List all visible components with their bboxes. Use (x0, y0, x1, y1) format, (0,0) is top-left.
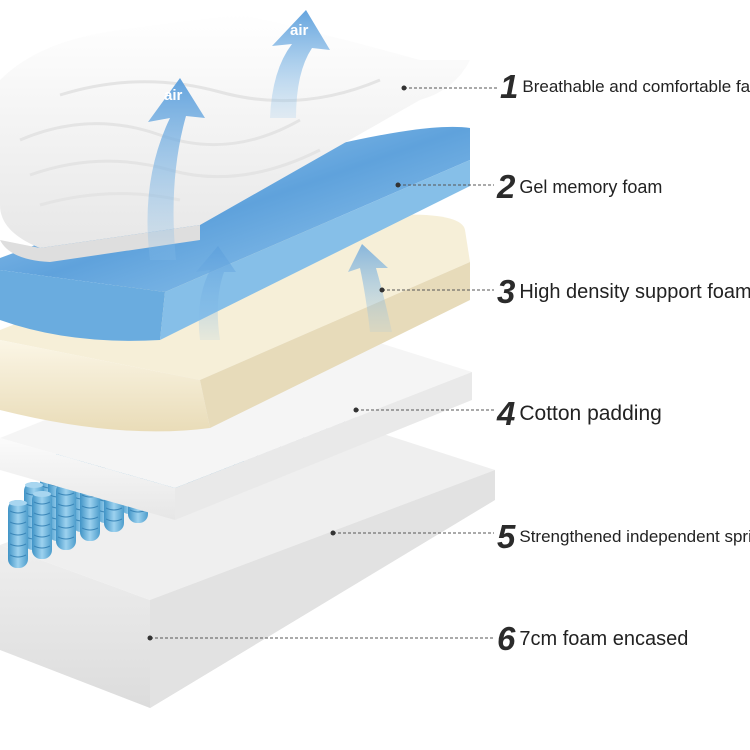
air-label-right: air (290, 22, 309, 39)
layer-text-1: Breathable and comfortable fabric (522, 77, 750, 96)
layer-text-4: Cotton padding (519, 402, 662, 425)
layer-label-6: 6 7cm foam encased (497, 622, 688, 655)
leader-dot-4 (353, 407, 359, 413)
leader-lines (147, 85, 497, 641)
leader-dot-1 (401, 85, 407, 91)
layer-text-3: High density support foam (519, 280, 750, 303)
layer-text-6: 7cm foam encased (519, 627, 689, 650)
layer-number-4: 4 (497, 395, 516, 432)
layer-number-1: 1 (500, 68, 519, 105)
air-arrow-right: air (270, 10, 330, 118)
layer-label-4: 4 Cotton padding (497, 397, 662, 430)
layer-text-5: Strengthened independent spring (519, 527, 750, 546)
pocket-spring (8, 500, 28, 568)
layer-label-3: 3 High density support foam (497, 275, 750, 308)
layer-text-2: Gel memory foam (519, 176, 663, 197)
pocket-spring (32, 491, 52, 559)
layer-label-1: 1 Breathable and comfortable fabric (500, 70, 750, 103)
layer-label-5: 5 Strengthened independent spring (497, 520, 750, 553)
leader-dot-5 (330, 530, 336, 536)
leader-dot-3 (379, 287, 385, 293)
pocket-spring (56, 482, 76, 550)
leader-dot-2 (395, 182, 401, 188)
leader-dot-6 (147, 635, 153, 641)
air-arrow-left: air (147, 78, 205, 260)
layer-number-2: 2 (497, 168, 516, 205)
layer-number-5: 5 (497, 518, 516, 555)
air-arrow-lower-right (348, 244, 392, 332)
layer-number-6: 6 (497, 620, 516, 657)
air-label-left: air (164, 87, 183, 104)
air-arrow-lower-left (196, 246, 236, 340)
layer-number-3: 3 (497, 273, 516, 310)
layer-label-2: 2 Gel memory foam (497, 170, 662, 203)
foam-encased-base (0, 420, 495, 708)
